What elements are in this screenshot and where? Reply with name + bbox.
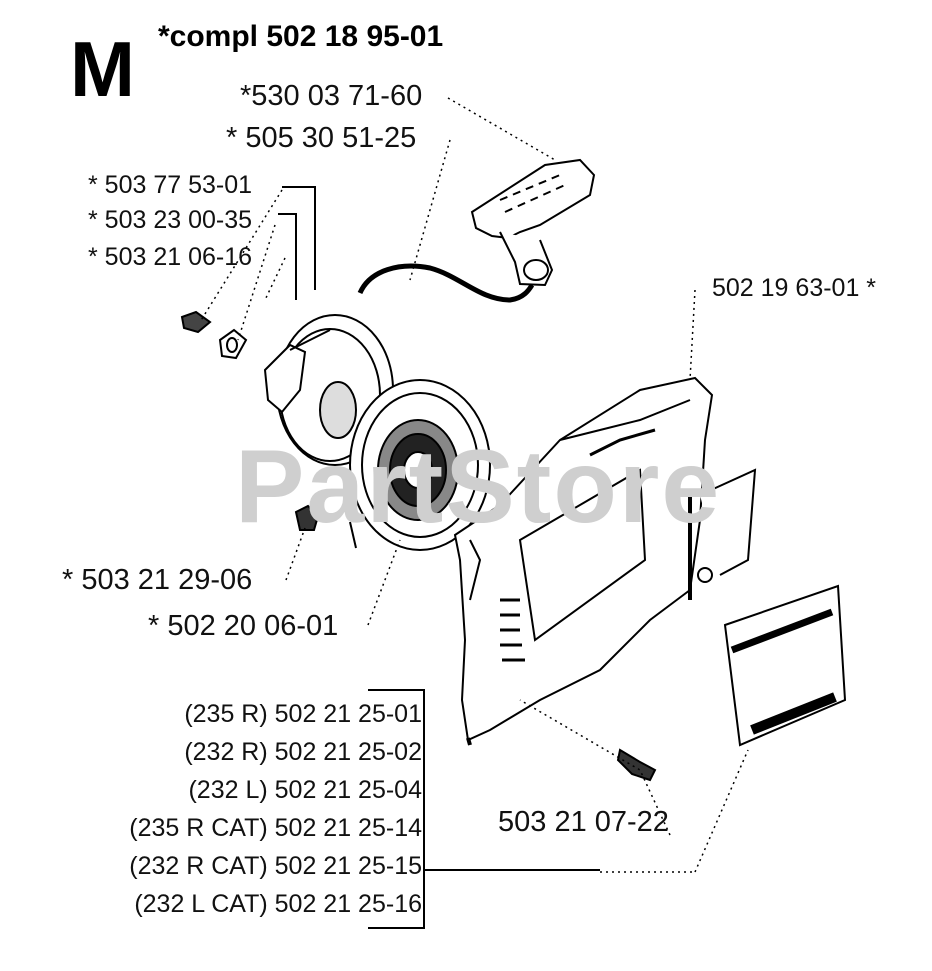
part-label-nut: * 503 21 29-06 [62,564,253,596]
part-label-pawl-spring: * 503 21 06-16 [88,243,253,271]
part-label-starter-cord: * 505 30 51-25 [226,122,417,154]
nut-drawing [294,504,320,531]
housing-variant-6: (232 L CAT) 502 21 25-16 [134,890,422,918]
watermark: PartStore [235,429,722,545]
housing-variant-5: (232 R CAT) 502 21 25-15 [129,852,422,880]
screw-drawing [180,310,212,334]
part-label-washer: * 503 23 00-35 [88,206,253,234]
part-label-screw-b: 503 21 07-22 [498,806,669,838]
part-label-cover: 502 19 63-01 * [712,274,877,302]
starter-handle-drawing [470,158,596,287]
housing-variant-3: (232 L) 502 21 25-04 [188,776,422,804]
washer-drawing [218,328,248,360]
starter-cord-drawing [357,263,535,303]
housing-variant-4: (235 R CAT) 502 21 25-14 [129,814,422,842]
part-label-pulley: * 502 20 06-01 [148,610,339,642]
decal-drawing [723,584,847,747]
section-letter: M [70,25,135,113]
screw-b-drawing [466,737,657,782]
spring-cassette-drawing [349,379,491,551]
starter-housing-drawing [453,376,757,742]
kit-part-number: *compl 502 18 95-01 [158,20,444,53]
part-label-screw-a: * 503 77 53-01 [88,171,253,199]
housing-variant-2: (232 R) 502 21 25-02 [184,738,422,766]
part-label-handle: *530 03 71-60 [240,80,423,112]
housing-variant-1: (235 R) 502 21 25-01 [184,700,422,728]
